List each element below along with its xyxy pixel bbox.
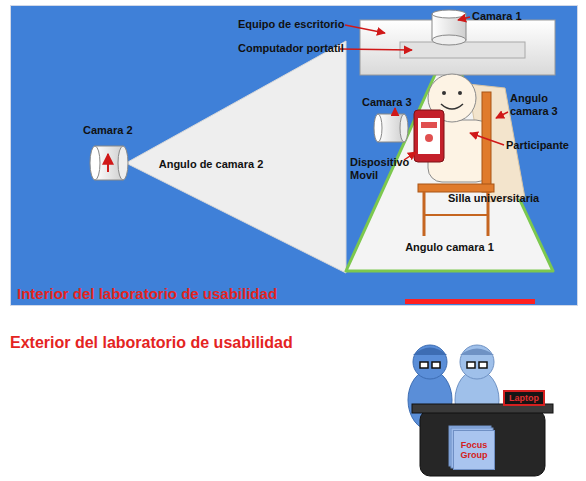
phone-body — [414, 110, 444, 162]
node-text: Interior del laboratorio de usabilidad — [17, 285, 277, 302]
glasses-lens — [467, 362, 475, 368]
phone-header — [421, 122, 437, 128]
glasses — [420, 362, 487, 368]
laptop-bar — [400, 42, 525, 58]
part-label: Dispositivo Movil — [350, 156, 406, 182]
part-label: Camara 2 — [83, 124, 133, 137]
camera-back — [374, 114, 382, 142]
focus-group-sheet: Focus Group — [453, 430, 495, 470]
observer-hair — [460, 349, 494, 356]
camera-3 — [374, 114, 408, 142]
part-label: Exterior del laboratorio de usabilidad — [10, 333, 293, 352]
node-text: Angulo camara 1 — [346, 241, 553, 253]
camera-top — [432, 10, 466, 18]
glasses-lens — [479, 362, 487, 368]
table-body — [420, 410, 545, 476]
part-label: Angulo camara 3 — [510, 92, 570, 118]
triangle-outline — [126, 41, 346, 273]
camera-lens — [400, 114, 408, 142]
camera-angle: Angulo de camara 2 — [126, 41, 346, 273]
part-label: Silla universitaria — [448, 192, 539, 205]
phone-icon — [425, 134, 433, 142]
red-bar — [405, 299, 535, 304]
node-text: Angulo de camara 2 — [136, 158, 286, 170]
node-text: Focus Group — [454, 440, 494, 460]
leader-arrow — [340, 49, 412, 50]
observer-hair — [413, 348, 447, 356]
leader-arrow — [394, 108, 396, 116]
eye — [442, 91, 446, 95]
camera-lens — [118, 146, 128, 180]
part-label: Camara 1 — [472, 10, 522, 23]
part-label: Equipo de escritorio — [238, 18, 344, 31]
leader-arrow — [496, 112, 508, 118]
phone-screen — [418, 118, 440, 154]
camera-back — [90, 146, 100, 180]
mobile-device — [414, 110, 444, 162]
triangle-shape — [126, 41, 346, 273]
glasses-lens — [432, 362, 440, 368]
camera-2 — [90, 146, 128, 180]
chair-rail — [424, 214, 488, 216]
eye — [458, 91, 462, 95]
node-text: Laptop — [509, 393, 539, 403]
part-label: Computador portatil — [238, 42, 344, 55]
camera-1 — [432, 10, 466, 45]
chair-back — [482, 92, 491, 192]
glasses-lens — [420, 362, 428, 368]
triangle-shape — [346, 46, 553, 271]
table — [412, 404, 553, 476]
chair-seat — [418, 184, 494, 192]
part-label: Participante — [506, 139, 569, 152]
observer-head — [460, 345, 494, 379]
direction-arrow — [107, 154, 109, 172]
part-label: Camara 3 — [362, 96, 412, 109]
camera-lens — [432, 35, 466, 45]
observer-head — [413, 345, 447, 379]
leader-arrow — [470, 133, 504, 145]
laptop-box: Laptop — [503, 390, 545, 406]
smile — [441, 104, 463, 109]
